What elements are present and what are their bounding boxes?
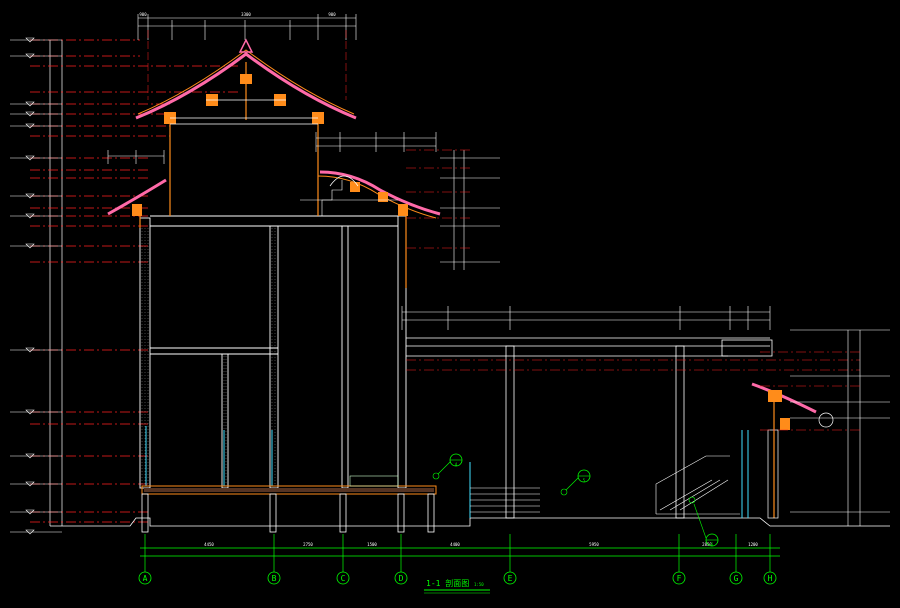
right-level-ruler bbox=[790, 329, 890, 526]
bottom-dim-7: 1200 bbox=[748, 542, 758, 547]
grid-axis-bubble-b: B bbox=[267, 571, 281, 585]
detail-callout-circle bbox=[818, 412, 834, 428]
grid-axis-bubble-e: E bbox=[503, 571, 517, 585]
roof-dimension-chain bbox=[107, 132, 437, 164]
bottom-dim-5: 5950 bbox=[589, 542, 599, 547]
top-dimension-extensions bbox=[147, 30, 347, 100]
left-level-markers bbox=[25, 37, 35, 535]
upper-stair bbox=[321, 180, 343, 216]
annotation-marker-6: 6 bbox=[688, 496, 719, 547]
grid-axis-bubble-d: D bbox=[394, 571, 408, 585]
left-ruler-ticks bbox=[10, 39, 62, 533]
drawing-scale: 1:50 bbox=[474, 582, 484, 587]
bottom-dimension-chain bbox=[140, 547, 780, 557]
grid-axis-label-g: G bbox=[734, 574, 739, 583]
bottom-dim-2: 2750 bbox=[303, 542, 313, 547]
corridor-dimension-chain bbox=[401, 306, 771, 330]
grid-axis-lines bbox=[144, 534, 771, 572]
lower-eave-roof bbox=[107, 170, 441, 219]
top-dim-1: 900 bbox=[139, 12, 147, 17]
top-dim-2: 3300 bbox=[241, 12, 251, 17]
grid-axis-label-a: A bbox=[143, 574, 148, 583]
right-ruler-level-lines bbox=[760, 351, 860, 431]
drawing-title: 1-1 剖面图 bbox=[426, 578, 469, 588]
left-level-lines bbox=[30, 39, 240, 523]
floor-piers bbox=[141, 493, 435, 533]
floor-slab bbox=[141, 475, 437, 495]
upper-roof bbox=[135, 38, 357, 125]
grid-axis-label-f: F bbox=[677, 574, 682, 583]
annotation-marker-5: 5 bbox=[560, 469, 591, 496]
grid-axis-bubble-f: F bbox=[672, 571, 686, 585]
right-pavilion bbox=[751, 382, 817, 519]
bottom-dim-3: 1500 bbox=[367, 542, 377, 547]
grid-axis-bubble-g: G bbox=[729, 571, 743, 585]
bottom-dim-6: 2850 bbox=[702, 542, 712, 547]
drawing-title-block: 1-1 剖面图 1:50 bbox=[424, 578, 490, 594]
annotation-marker-6-label: 6 bbox=[711, 542, 714, 547]
bottom-dim-4: 4400 bbox=[450, 542, 460, 547]
ground-line bbox=[50, 517, 890, 527]
grid-axis-bubble-c: C bbox=[336, 571, 350, 585]
bottom-dim-1: 4450 bbox=[204, 542, 214, 547]
grid-axis-label-c: C bbox=[341, 574, 346, 583]
grid-axis-bubble-a: A bbox=[138, 571, 152, 585]
annotation-marker-4-label: 4 bbox=[455, 462, 458, 467]
mid-ruler-level-lines bbox=[406, 149, 470, 249]
top-dimension-chain bbox=[137, 14, 357, 40]
top-dim-3: 900 bbox=[328, 12, 336, 17]
corridor-structure bbox=[406, 337, 773, 519]
grid-axis-label-h: H bbox=[768, 574, 773, 583]
annotation-marker-4: 4 bbox=[432, 453, 463, 480]
grid-axis-label-d: D bbox=[399, 574, 404, 583]
grid-axis-label-e: E bbox=[508, 574, 513, 583]
annotation-marker-5-label: 5 bbox=[583, 478, 586, 483]
main-hall-structure bbox=[139, 215, 407, 489]
wall-hatching bbox=[141, 228, 276, 486]
corridor-steps bbox=[470, 455, 740, 515]
glass-panels bbox=[145, 426, 749, 518]
grid-axis-label-b: B bbox=[272, 574, 277, 583]
corridor-ceiling-lines bbox=[406, 359, 860, 371]
grid-axis-bubble-h: H bbox=[763, 571, 777, 585]
left-level-ruler bbox=[49, 40, 63, 526]
mid-level-ruler bbox=[440, 150, 500, 270]
